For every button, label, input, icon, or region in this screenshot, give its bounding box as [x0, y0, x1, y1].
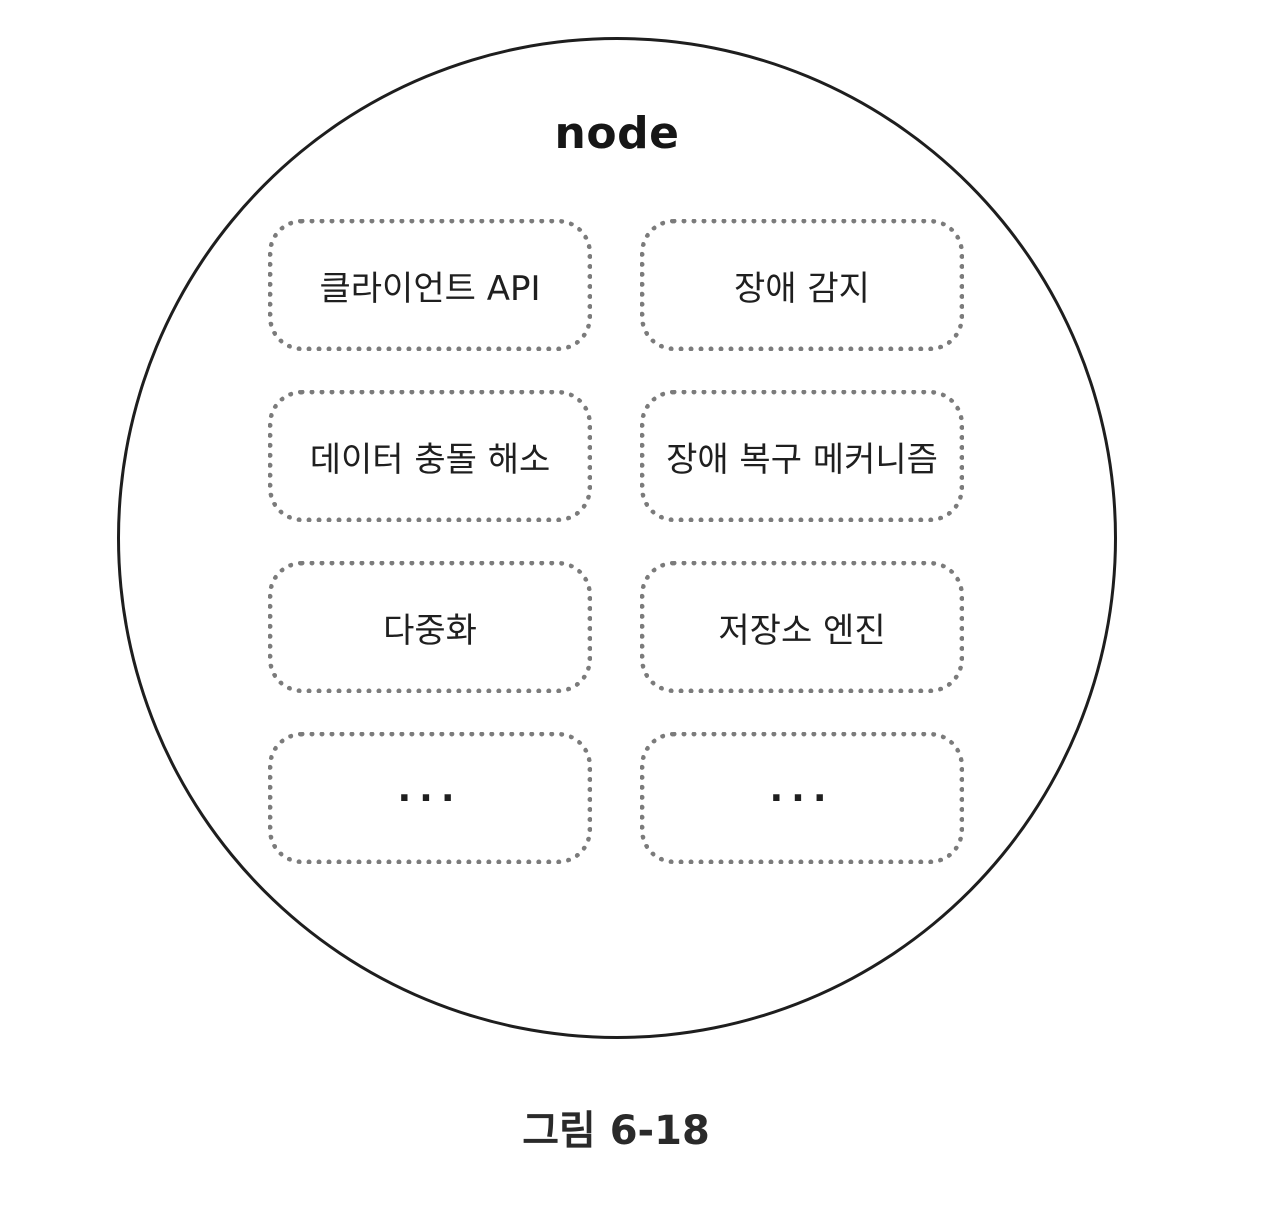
node-title: node — [554, 108, 680, 159]
module-failure-recovery: 장애 복구 메커니즘 — [640, 390, 964, 522]
module-storage-engine: 저장소 엔진 — [640, 561, 964, 693]
figure-caption: 그림 6-18 — [522, 1108, 710, 1154]
module-conflict-resolution: 데이터 충돌 해소 — [268, 390, 592, 522]
module-client-api: 클라이언트 API — [268, 219, 592, 351]
module-failure-detection: 장애 감지 — [640, 219, 964, 351]
module-more-right: ··· — [640, 732, 964, 864]
node-circle — [117, 37, 1117, 1039]
module-more-left: ··· — [268, 732, 592, 864]
module-replication: 다중화 — [268, 561, 592, 693]
